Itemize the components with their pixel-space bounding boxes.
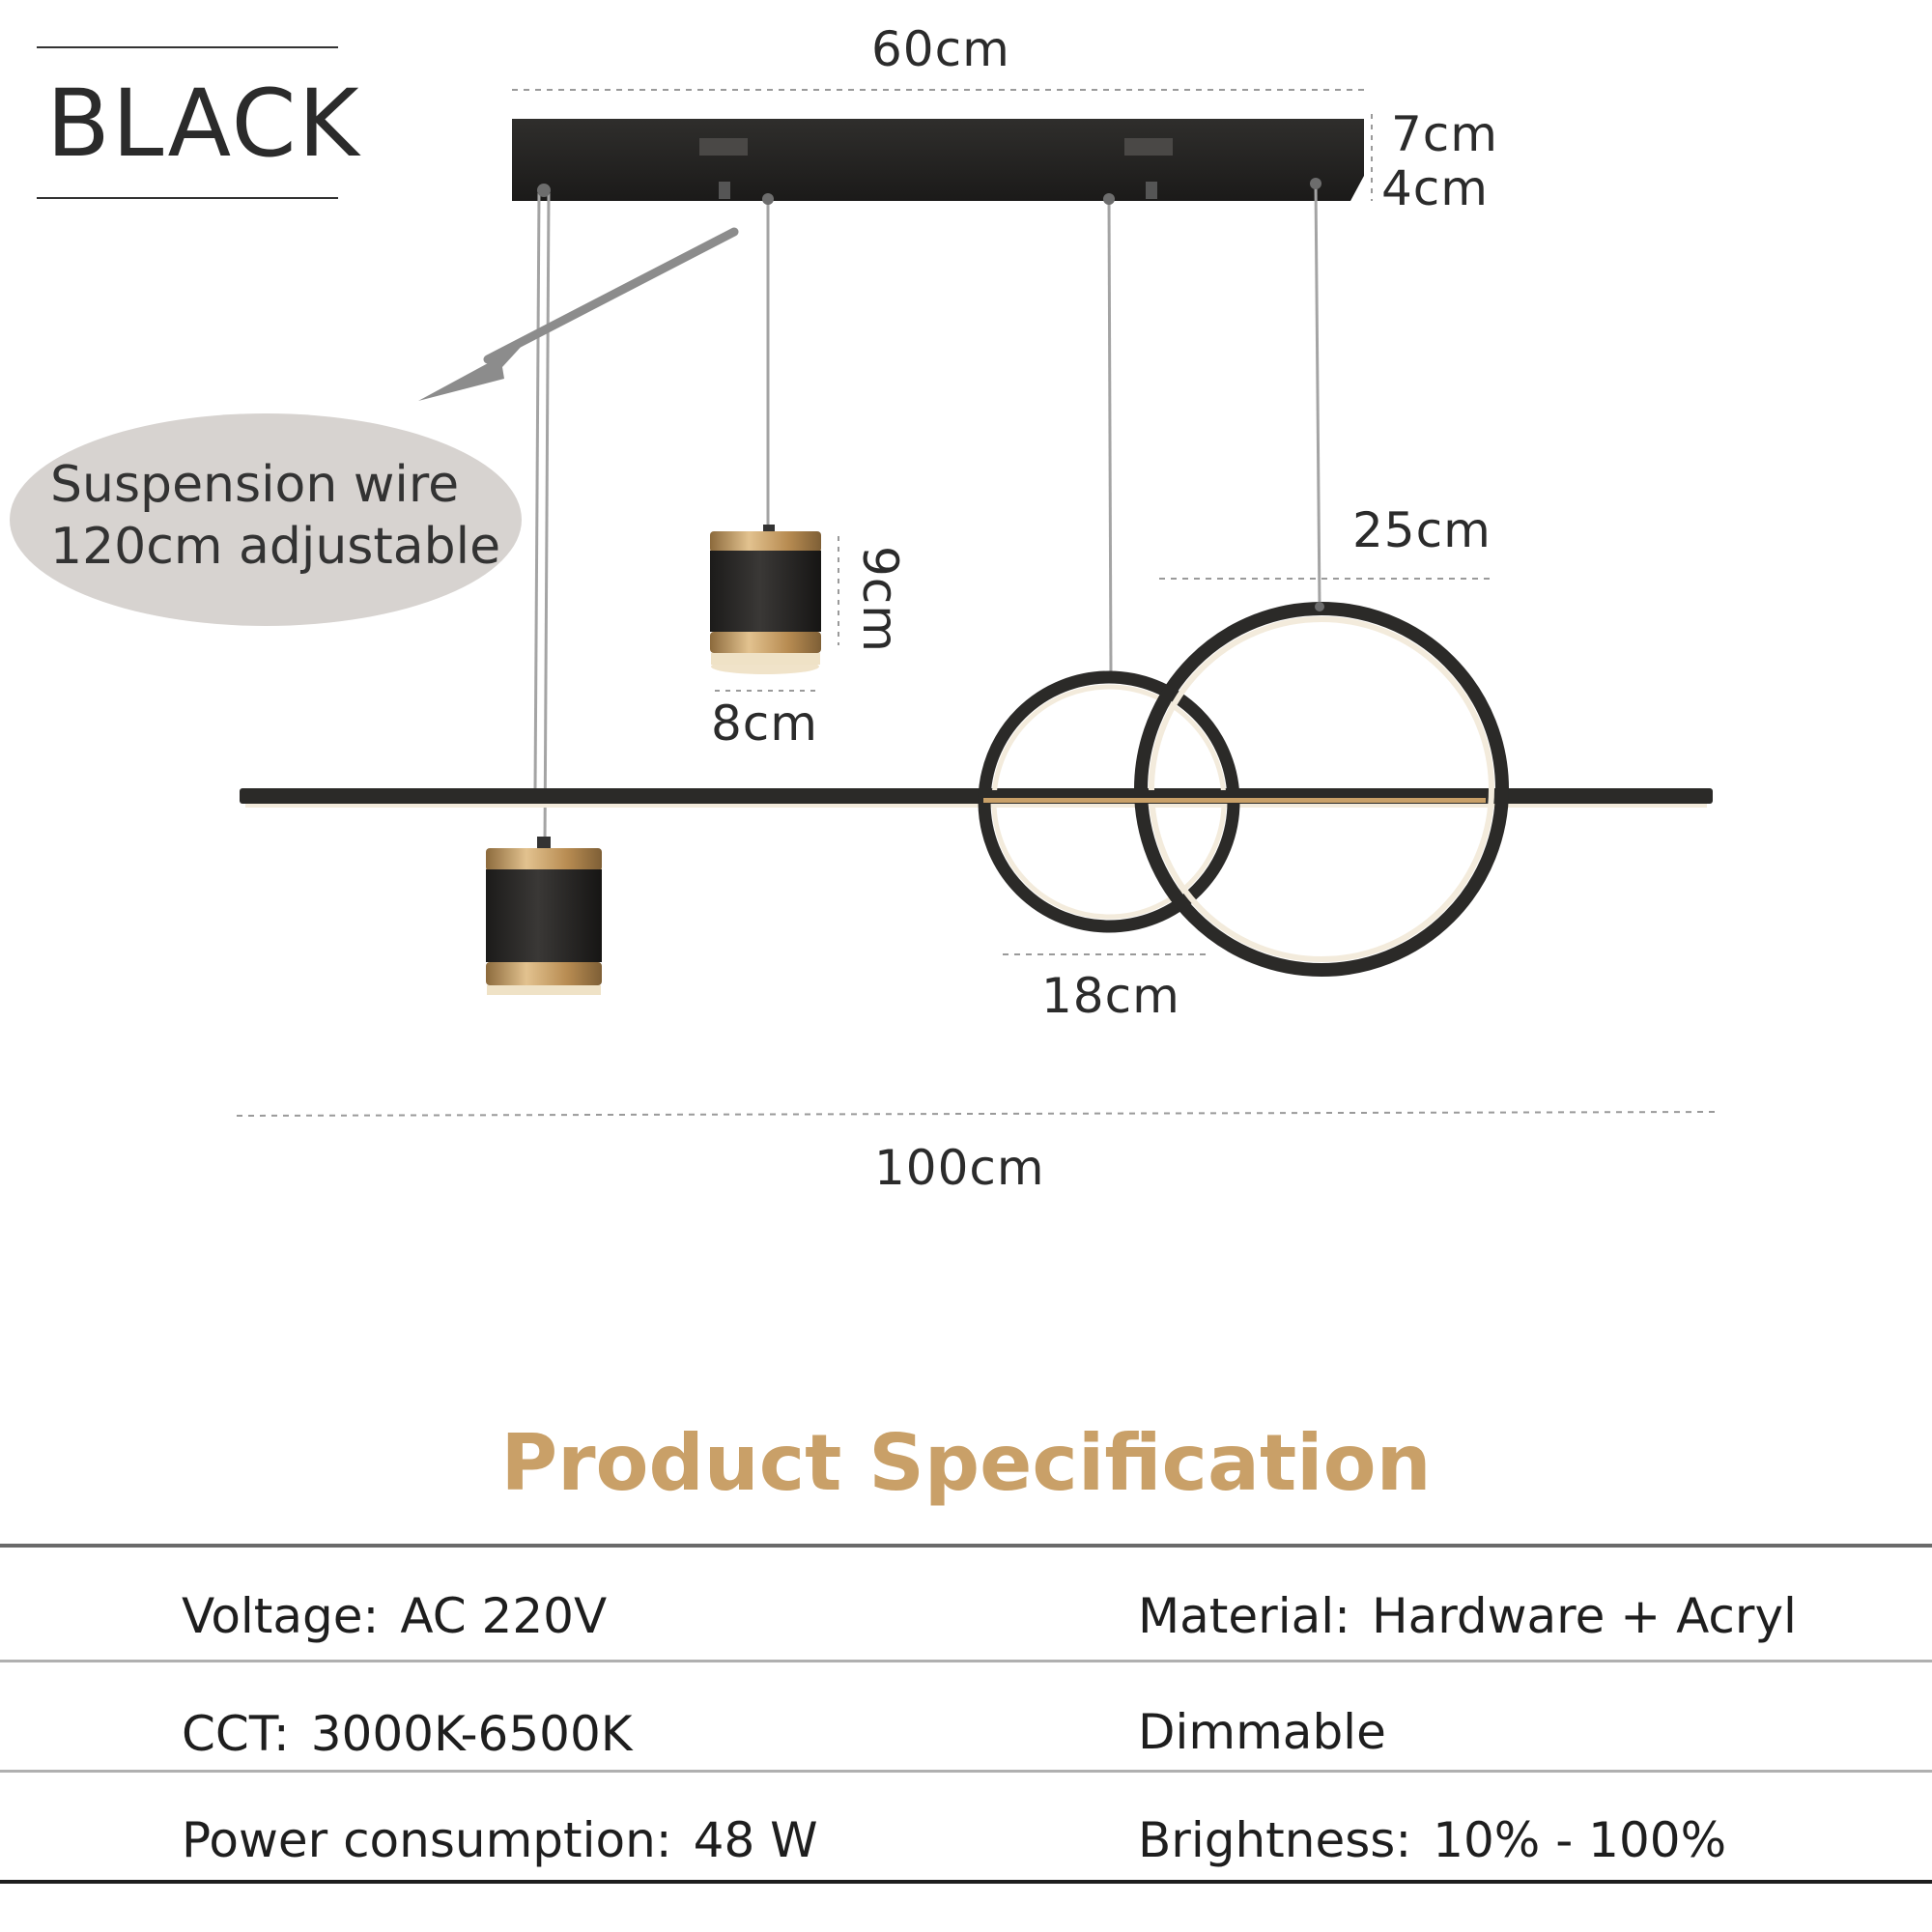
callout-arrow-icon <box>418 227 739 401</box>
spec-power-key: Power consumption: <box>182 1812 672 1868</box>
cylinder-lamp-upper <box>710 525 821 674</box>
dim-ring-large: 25cm <box>1352 502 1492 558</box>
spec-cct-value: 3000K-6500K <box>310 1706 633 1762</box>
callout-bubble <box>10 413 522 626</box>
spec-material-value: Hardware + Acryl <box>1371 1588 1797 1644</box>
cylinder-lamp-lower <box>486 837 602 995</box>
dim-canopy-depth: 4cm <box>1381 160 1490 216</box>
dim-cylinder-diameter: 8cm <box>711 696 819 752</box>
dim-ring-small: 18cm <box>1041 968 1180 1024</box>
dim-canopy-height: 7cm <box>1391 106 1499 162</box>
color-label: BLACK <box>46 70 361 178</box>
ring-large <box>1134 602 1509 977</box>
spec-divider <box>0 1770 1932 1773</box>
spec-cct: CCT: 3000K-6500K <box>182 1706 633 1762</box>
spec-voltage-value: AC 220V <box>400 1588 608 1644</box>
spec-cct-key: CCT: <box>182 1706 290 1762</box>
spec-brightness: Brightness: 10% - 100% <box>1138 1812 1726 1868</box>
dim-canopy-length: 60cm <box>871 21 1010 77</box>
spec-brightness-value: 10% - 100% <box>1433 1812 1727 1868</box>
spec-power: Power consumption: 48 W <box>182 1812 818 1868</box>
spec-title: Product Specification <box>500 1418 1432 1508</box>
callout-text: Suspension wire 120cm adjustable <box>50 454 500 578</box>
spec-voltage: Voltage: AC 220V <box>182 1588 607 1644</box>
spec-brightness-key: Brightness: <box>1138 1812 1412 1868</box>
spec-material-key: Material: <box>1138 1588 1350 1644</box>
spec-voltage-key: Voltage: <box>182 1588 380 1644</box>
canopy <box>512 119 1364 201</box>
spec-material: Material: Hardware + Acryl <box>1138 1588 1797 1644</box>
color-label-box: BLACK <box>37 46 359 199</box>
dim-line-total <box>236 1111 1720 1117</box>
callout-line-2: 120cm adjustable <box>50 518 501 576</box>
spec-divider-bottom <box>0 1880 1932 1884</box>
spec-divider <box>0 1660 1932 1662</box>
dim-total-length: 100cm <box>874 1140 1045 1196</box>
spec-divider-top <box>0 1544 1932 1548</box>
spec-dimmable: Dimmable <box>1138 1704 1386 1760</box>
spec-dimmable-value: Dimmable <box>1138 1704 1386 1760</box>
callout-line-1: Suspension wire <box>50 456 460 514</box>
dim-cylinder-height: 9cm <box>852 546 908 654</box>
suspension-wires <box>533 183 1321 846</box>
spec-power-value: 48 W <box>693 1812 818 1868</box>
